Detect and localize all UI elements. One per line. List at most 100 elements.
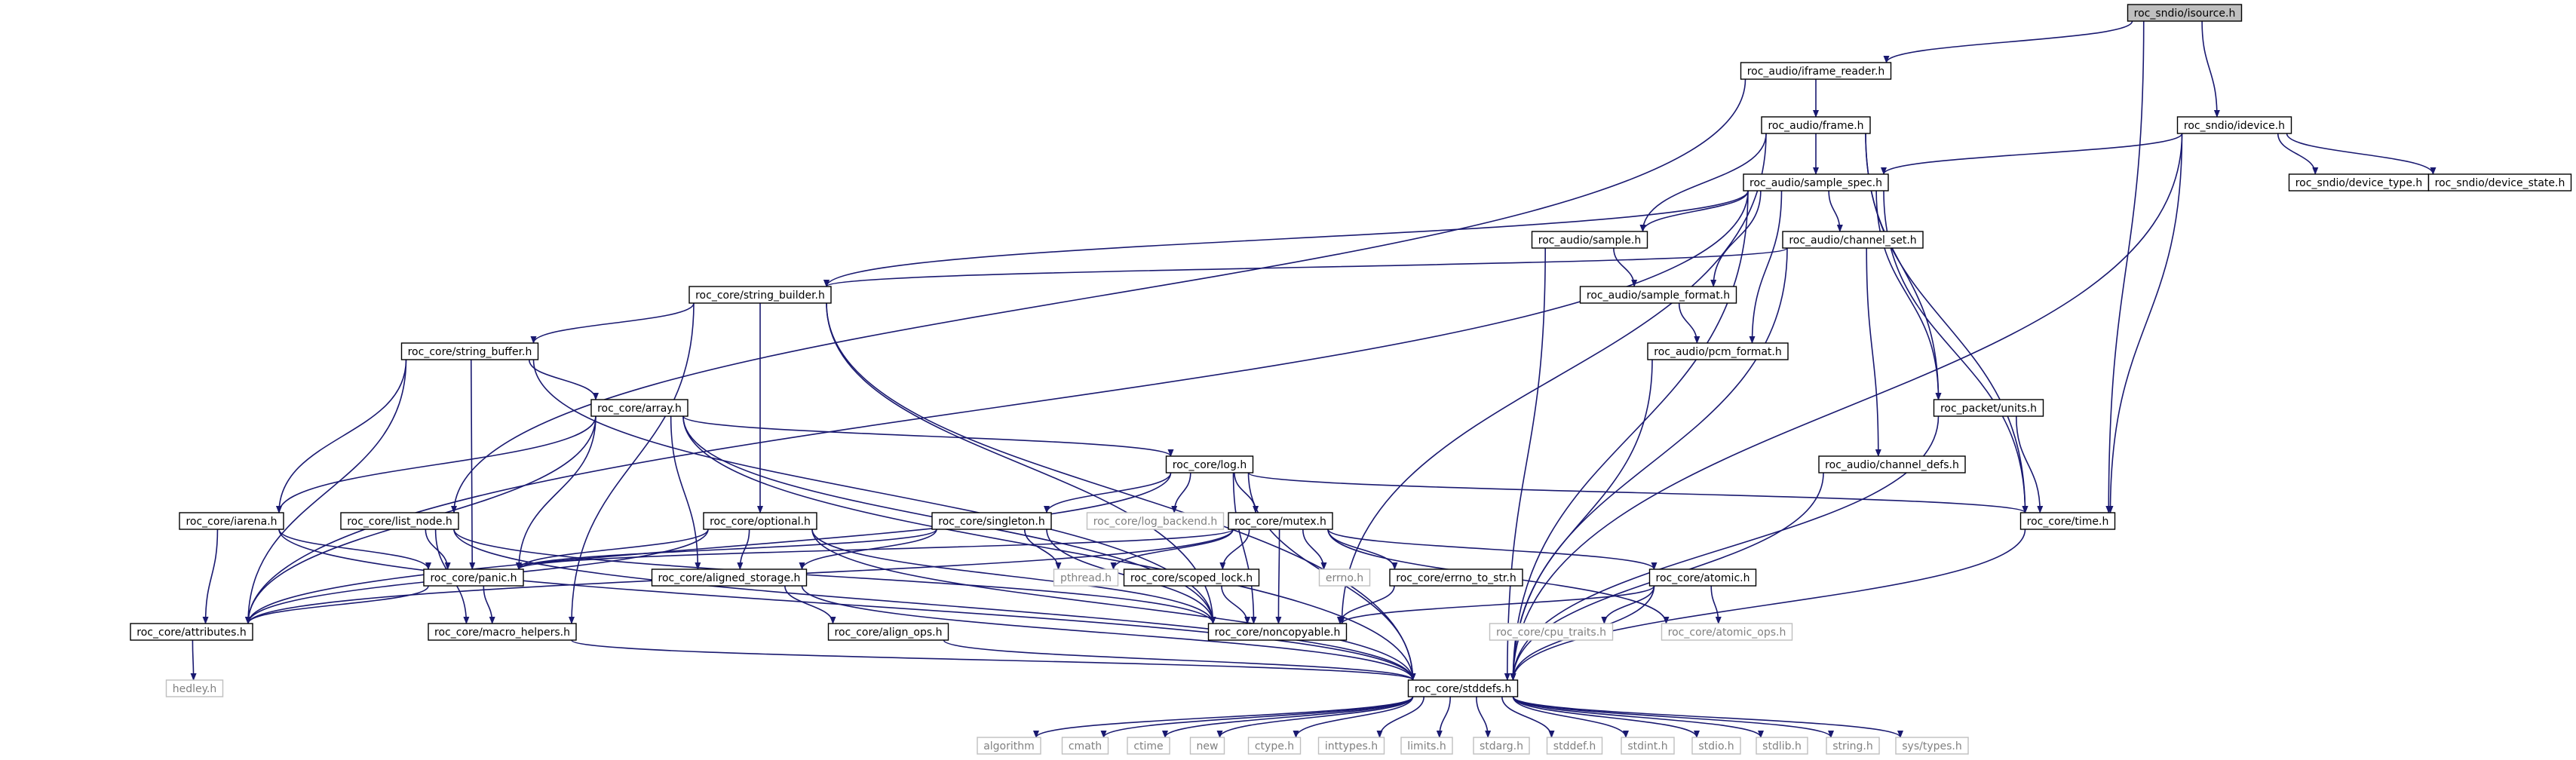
node-box — [2427, 173, 2572, 192]
node-label: stdint.h — [1627, 740, 1667, 752]
node-pthread: pthread.h — [1053, 568, 1119, 587]
node-box — [1189, 737, 1225, 755]
node-string-buffer[interactable]: roc_core/string_buffer.h — [400, 342, 539, 360]
edge-mutex-to-errno — [1302, 529, 1327, 570]
edge-frame-to-noncopyable — [1339, 133, 1767, 624]
node-box — [2127, 4, 2243, 22]
node-box — [1740, 62, 1892, 80]
node-frame[interactable]: roc_audio/frame.h — [1761, 116, 1871, 134]
node-label: hedley.h — [173, 683, 217, 695]
edge-sample-spec-to-string-builder — [823, 190, 1749, 287]
node-iframe-reader[interactable]: roc_audio/iframe_reader.h — [1740, 62, 1892, 80]
node-errno: errno.h — [1318, 568, 1371, 587]
node-box — [827, 623, 949, 641]
node-systypes: sys/types.h — [1895, 737, 1969, 755]
edge-stddefs-to-stdio — [1512, 696, 1700, 738]
edge-iarena-to-stddefs — [278, 529, 1416, 681]
node-stdio: stdio.h — [1691, 737, 1741, 755]
node-label: roc_audio/sample_spec.h — [1750, 177, 1882, 189]
edge-atomic-to-atomic-ops — [1710, 585, 1722, 624]
edge-scoped-lock-to-noncopyable — [1221, 585, 1251, 624]
node-box — [1621, 737, 1675, 755]
node-errno-to-str[interactable]: roc_core/errno_to_str.h — [1389, 568, 1523, 587]
node-box — [1207, 623, 1348, 641]
node-box — [1400, 737, 1453, 755]
edge-array-to-stddefs — [682, 415, 1416, 681]
node-label: roc_sndio/device_type.h — [2295, 177, 2423, 189]
node-sample[interactable]: roc_audio/sample.h — [1531, 231, 1648, 249]
node-box — [423, 568, 524, 587]
node-panic[interactable]: roc_core/panic.h — [423, 568, 524, 587]
node-noncopyable[interactable]: roc_core/noncopyable.h — [1207, 623, 1348, 641]
edge-mutex-to-noncopyable — [1275, 529, 1282, 624]
edge-sample-spec-to-sample-format — [1710, 190, 1762, 287]
node-label: new — [1197, 740, 1219, 752]
edge-stddefs-to-new — [1216, 696, 1414, 738]
edge-channel-set-to-string-builder — [823, 247, 1788, 287]
node-aligned-storage[interactable]: roc_core/aligned_storage.h — [651, 568, 808, 587]
node-sample-spec[interactable]: roc_audio/sample_spec.h — [1743, 173, 1889, 192]
node-attributes[interactable]: roc_core/attributes.h — [130, 623, 253, 641]
node-label: roc_audio/sample.h — [1538, 234, 1641, 247]
node-limits: limits.h — [1400, 737, 1453, 755]
edge-stddefs-to-cmath — [1100, 696, 1414, 738]
edge-sample-format-to-pcm-format — [1678, 302, 1700, 344]
node-box — [1648, 568, 1757, 587]
edge-iarena-to-panic — [278, 529, 431, 570]
node-label: roc_core/cpu_traits.h — [1496, 627, 1606, 639]
node-sample-format[interactable]: roc_audio/sample_format.h — [1579, 286, 1737, 304]
node-singleton[interactable]: roc_core/singleton.h — [931, 512, 1052, 530]
node-iarena[interactable]: roc_core/iarena.h — [179, 512, 284, 530]
node-isource[interactable]: roc_sndio/isource.h — [2127, 4, 2243, 22]
node-optional[interactable]: roc_core/optional.h — [703, 512, 817, 530]
edge-log-to-mutex — [1234, 472, 1259, 513]
node-label: roc_core/string_builder.h — [695, 290, 825, 302]
node-channel-set[interactable]: roc_audio/channel_set.h — [1782, 231, 1924, 249]
node-string: string.h — [1826, 737, 1880, 755]
node-mutex[interactable]: roc_core/mutex.h — [1228, 512, 1333, 530]
edge-sample-spec-to-attributes — [245, 190, 1749, 624]
node-string-builder[interactable]: roc_core/string_builder.h — [688, 286, 832, 304]
edge-array-to-log — [682, 415, 1174, 457]
node-label: roc_core/errno_to_str.h — [1396, 572, 1516, 584]
edge-array-to-iarena — [276, 415, 596, 513]
node-label: stdio.h — [1698, 740, 1734, 752]
node-device-type[interactable]: roc_sndio/device_type.h — [2288, 173, 2430, 192]
node-atomic[interactable]: roc_core/atomic.h — [1648, 568, 1757, 587]
node-label: roc_core/mutex.h — [1234, 516, 1326, 528]
edge-macro-helpers-to-stddefs — [571, 639, 1416, 681]
node-macro-helpers[interactable]: roc_core/macro_helpers.h — [428, 623, 577, 641]
node-scoped-lock[interactable]: roc_core/scoped_lock.h — [1123, 568, 1260, 587]
node-box — [2176, 116, 2292, 134]
edge-atomic-to-cpu-traits — [1601, 585, 1655, 624]
node-time[interactable]: roc_core/time.h — [2019, 512, 2116, 530]
edge-iframe-reader-to-list-node — [451, 78, 1746, 513]
edge-optional-to-noncopyable — [811, 529, 1216, 624]
edge-pcm-format-to-stddefs — [1510, 359, 1653, 681]
node-box — [1579, 286, 1737, 304]
node-align-ops[interactable]: roc_core/align_ops.h — [827, 623, 949, 641]
node-units[interactable]: roc_packet/units.h — [1933, 399, 2044, 417]
edge-singleton-to-pthread — [1023, 529, 1062, 570]
edge-attributes-to-hedley — [190, 639, 197, 681]
node-box — [1546, 737, 1603, 755]
node-label: sys/types.h — [1902, 740, 1961, 752]
edge-atomic-to-noncopyable — [1339, 585, 1655, 624]
node-box — [1247, 737, 1302, 755]
node-channel-defs[interactable]: roc_audio/channel_defs.h — [1818, 455, 1966, 473]
node-list-node[interactable]: roc_core/list_node.h — [340, 512, 459, 530]
edge-list-node-to-stddefs — [453, 529, 1416, 681]
node-idevice[interactable]: roc_sndio/idevice.h — [2176, 116, 2292, 134]
edge-array-to-aligned-storage — [670, 415, 701, 570]
node-label: inttypes.h — [1325, 740, 1378, 752]
node-label: stddef.h — [1553, 740, 1596, 752]
node-box — [1691, 737, 1741, 755]
edge-log-to-time — [1247, 472, 2029, 513]
node-array[interactable]: roc_core/array.h — [590, 399, 688, 417]
node-pcm-format[interactable]: roc_audio/pcm_format.h — [1647, 342, 1789, 360]
node-box — [400, 342, 539, 360]
node-stddefs[interactable]: roc_core/stddefs.h — [1407, 679, 1519, 697]
node-log[interactable]: roc_core/log.h — [1165, 455, 1254, 473]
node-device-state[interactable]: roc_sndio/device_state.h — [2427, 173, 2572, 192]
